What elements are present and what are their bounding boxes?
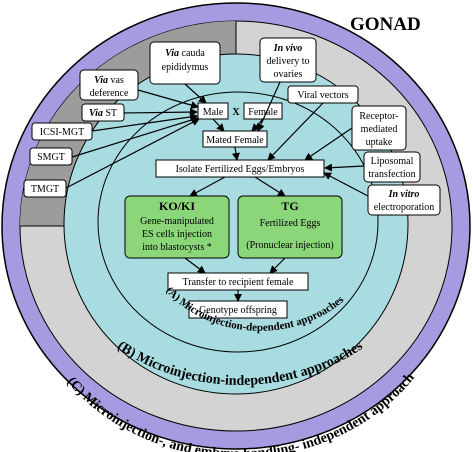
svg-text:Genotype offspring: Genotype offspring xyxy=(199,305,277,316)
svg-text:Mated Female: Mated Female xyxy=(206,135,264,146)
via-vas-box: Via vas deference xyxy=(79,69,139,101)
svg-text:Gene-manipulated: Gene-manipulated xyxy=(140,216,214,227)
gonad-title: GONAD xyxy=(350,14,421,35)
svg-text:Fertilized Eggs: Fertilized Eggs xyxy=(260,218,321,229)
svg-text:TMGT: TMGT xyxy=(31,184,59,195)
svg-text:transfection: transfection xyxy=(368,169,415,180)
via-st-box: Via ST xyxy=(81,103,125,122)
svg-text:In vitro: In vitro xyxy=(388,189,420,200)
flow-arrows xyxy=(65,81,369,302)
genotype-box: Genotype offspring xyxy=(188,300,288,319)
svg-text:delivery to: delivery to xyxy=(266,56,309,67)
svg-text:Via vas: Via vas xyxy=(94,75,124,86)
svg-text:SMGT: SMGT xyxy=(37,152,65,163)
svg-text:KO/KI: KO/KI xyxy=(159,199,195,213)
male-box: Male xyxy=(197,102,229,120)
svg-text:Male: Male xyxy=(203,107,224,118)
svg-text:Liposomal: Liposomal xyxy=(371,156,414,167)
svg-text:TG: TG xyxy=(281,199,298,213)
svg-text:electroporation: electroporation xyxy=(374,202,435,213)
in-vitro-box: In vitro electroporation xyxy=(367,184,441,216)
in-vivo-box: In vivo delivery to ovaries xyxy=(259,37,317,83)
svg-text:Receptor-: Receptor- xyxy=(359,111,398,122)
tg-box: TG Fertilized Eggs (Pronuclear injection… xyxy=(237,195,343,259)
transfer-box: Transfer to recipient female xyxy=(167,272,309,291)
svg-text:Via ST: Via ST xyxy=(89,108,117,119)
receptor-box: Receptor- mediated uptake xyxy=(351,105,407,151)
liposomal-box: Liposomal transfection xyxy=(363,151,421,183)
mated-female-box: Mated Female xyxy=(202,130,268,148)
via-cauda-box: Via cauda epididymus xyxy=(149,41,221,85)
svg-text:Isolate Fertilized Eggs/Embryo: Isolate Fertilized Eggs/Embryos xyxy=(176,164,305,175)
svg-text:ovaries: ovaries xyxy=(274,69,303,80)
cross-symbol: X xyxy=(232,107,240,118)
svg-text:deference: deference xyxy=(90,88,129,99)
female-box: Female xyxy=(243,102,283,120)
smgt-box: SMGT xyxy=(29,147,73,166)
ko-ki-box: KO/KI Gene-manipulated ES cells injectio… xyxy=(124,195,230,259)
isolate-eggs-box: Isolate Fertilized Eggs/Embryos xyxy=(155,159,325,178)
svg-text:(Pronuclear injection): (Pronuclear injection) xyxy=(246,240,333,251)
svg-text:Viral vectors: Viral vectors xyxy=(297,90,348,101)
svg-text:Transfer to recipient female: Transfer to recipient female xyxy=(183,277,295,288)
svg-text:epididymus: epididymus xyxy=(162,62,209,73)
svg-text:ICSI-MGT: ICSI-MGT xyxy=(40,127,84,138)
svg-text:Female: Female xyxy=(248,107,278,118)
tmgt-box: TMGT xyxy=(23,179,67,198)
svg-text:uptake: uptake xyxy=(366,137,393,148)
svg-text:into blastocysts *: into blastocysts * xyxy=(142,242,211,253)
svg-text:mediated: mediated xyxy=(361,124,398,135)
svg-text:In vivo: In vivo xyxy=(273,43,303,54)
svg-text:ES cells injection: ES cells injection xyxy=(142,229,212,240)
viral-vectors-box: Viral vectors xyxy=(287,85,359,104)
icsi-mgt-box: ICSI-MGT xyxy=(31,122,93,141)
svg-text:Via cauda: Via cauda xyxy=(165,48,205,59)
